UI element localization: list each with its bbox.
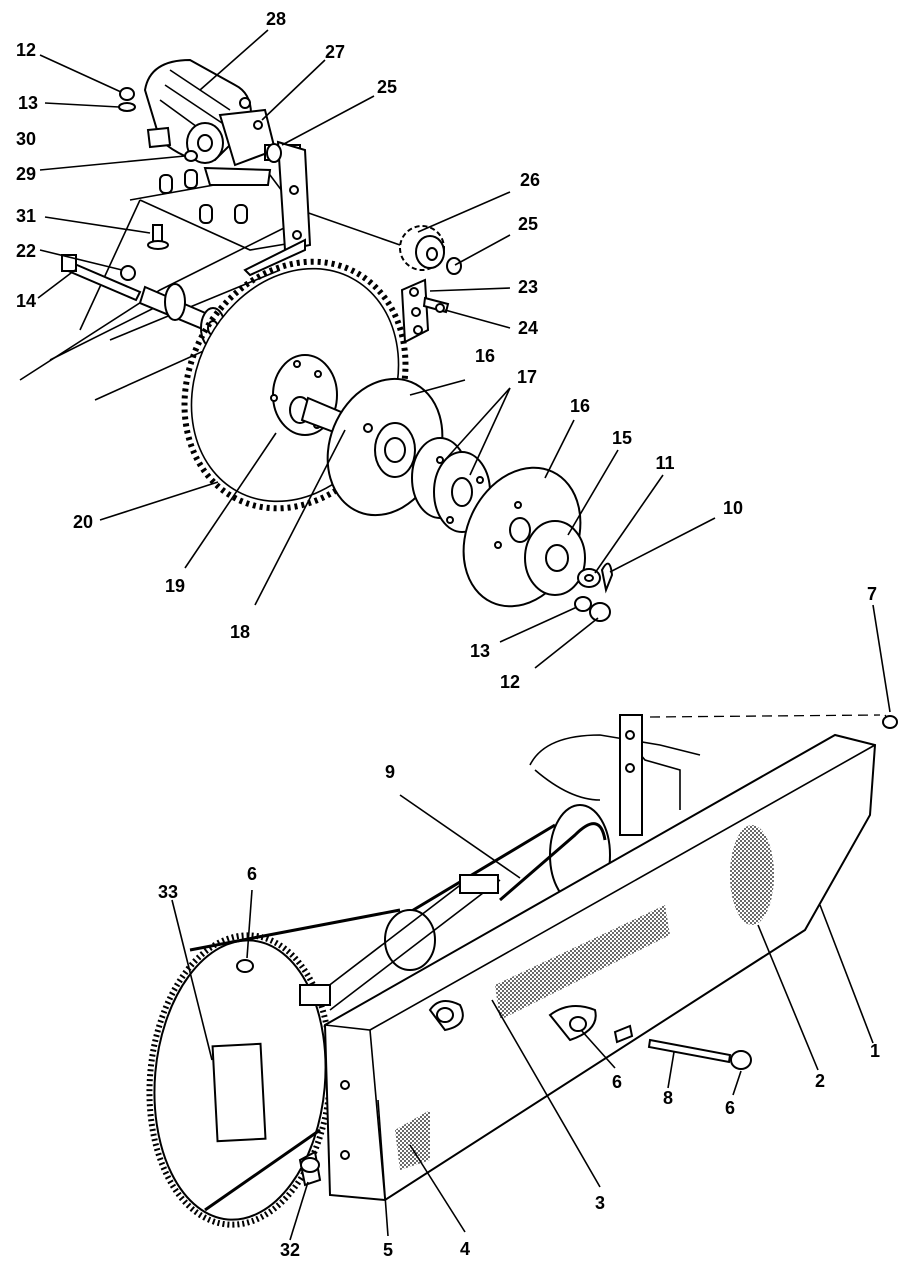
- washer-and-pin: [577, 562, 614, 594]
- callout-19: 19: [165, 576, 185, 596]
- callout-4: 4: [460, 1239, 470, 1259]
- callout-7: 7: [867, 584, 877, 604]
- callout-25-right: 25: [518, 214, 538, 234]
- pressure-plate: [524, 520, 586, 596]
- callout-33: 33: [158, 882, 178, 902]
- leader-lines: [37, 29, 891, 1241]
- idler-shaft: [61, 254, 226, 349]
- lower-assembly: [146, 714, 898, 1228]
- callout-20: 20: [73, 512, 93, 532]
- callout-13-lower: 13: [470, 641, 490, 661]
- nut-washer-top-left: [118, 87, 198, 162]
- chain-link: [400, 278, 450, 344]
- callout-12-lower: 12: [500, 672, 520, 692]
- callout-12-top: 12: [16, 40, 36, 60]
- callout-11: 11: [655, 453, 674, 473]
- callout-6-middle: 6: [612, 1072, 622, 1092]
- v-belt-drive: [146, 804, 611, 1228]
- callout-25-top: 25: [377, 77, 397, 97]
- motor-shaft-bracket: [243, 140, 312, 277]
- callout-2: 2: [815, 1071, 825, 1091]
- machine-outline: [529, 714, 893, 836]
- callout-labels: 28 27 25 12 13 30 29 31 22 14 26 25 23 2…: [16, 9, 880, 1260]
- callout-5: 5: [383, 1240, 393, 1260]
- callout-27: 27: [325, 42, 345, 62]
- callout-31: 31: [16, 206, 36, 226]
- nut-washer-lower: [574, 596, 611, 622]
- callout-23: 23: [518, 277, 538, 297]
- callout-32: 32: [280, 1240, 300, 1260]
- callout-29: 29: [16, 164, 36, 184]
- callout-16-second: 16: [570, 396, 590, 416]
- callout-3: 3: [595, 1193, 605, 1213]
- callout-28: 28: [266, 9, 286, 29]
- callout-6-left: 6: [247, 864, 257, 884]
- cover-hardware: [236, 715, 898, 1187]
- callout-10: 10: [723, 498, 743, 518]
- upper-assembly: [19, 58, 614, 622]
- callout-24: 24: [518, 318, 538, 338]
- bolt-31: [147, 224, 169, 250]
- belt-guard: [323, 733, 877, 1202]
- callout-1: 1: [870, 1041, 880, 1061]
- callout-8: 8: [663, 1088, 673, 1108]
- callout-16-first: 16: [475, 346, 495, 366]
- callout-15: 15: [612, 428, 632, 448]
- small-sprocket: [399, 225, 462, 275]
- callout-22: 22: [16, 241, 36, 261]
- callout-14: 14: [16, 291, 36, 311]
- callout-30: 30: [16, 129, 36, 149]
- callout-17: 17: [517, 367, 537, 387]
- callout-6-right: 6: [725, 1098, 735, 1118]
- callout-13-top: 13: [18, 93, 38, 113]
- callout-18: 18: [230, 622, 250, 642]
- gear-motor: [143, 58, 277, 186]
- callout-26: 26: [520, 170, 540, 190]
- callout-9: 9: [385, 762, 395, 782]
